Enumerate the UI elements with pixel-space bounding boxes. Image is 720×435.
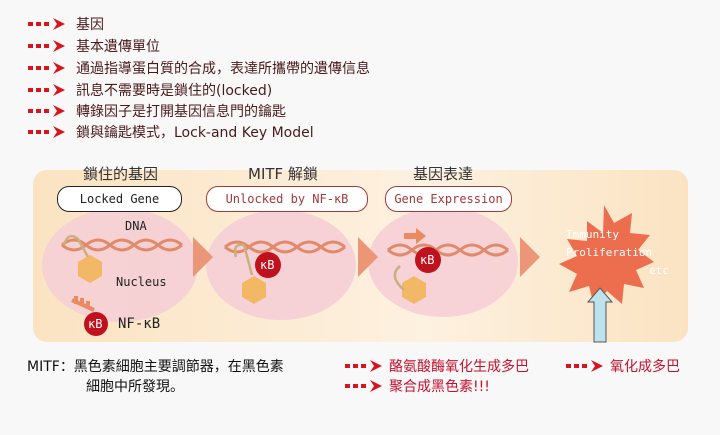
nucleus-label: Nucleus (116, 275, 167, 289)
mitf-description-cont: 細胞中所發現。 (86, 379, 184, 395)
bubble-unlocked: Unlocked by NF-κB (206, 186, 368, 212)
bullet: 鎖與鑰匙模式，Lock-and Key Model (28, 122, 314, 142)
kb-text: κB (88, 317, 103, 331)
bullet: 基因 (28, 14, 104, 34)
bubble-expression: Gene Expression (385, 186, 512, 212)
chevron-icon (520, 237, 540, 277)
kb-text: κB (260, 258, 275, 272)
bullet-text: 基因 (76, 17, 104, 33)
nucleus-1 (42, 208, 198, 322)
step-text: 氧化成多巴 (610, 359, 680, 375)
step-text: 酪氨酸酶氧化生成多巴 (389, 359, 529, 375)
step-2: 氧化成多巴 (566, 356, 680, 376)
bullet: 轉錄因子是打開基因信息門的鑰匙 (28, 101, 286, 121)
outcome-text: Immunity (566, 228, 619, 241)
lock-icon (78, 255, 426, 304)
bubble-locked: Locked Gene (57, 186, 182, 212)
bullet: 基本遺傳單位 (28, 36, 160, 56)
transcription-arrow-icon (404, 228, 426, 244)
dna-strand (61, 238, 509, 257)
bullet-text: 基本遺傳單位 (76, 39, 160, 55)
bullet: 通過指導蛋白質的合成，表達所攜帶的遺傳信息 (28, 58, 370, 78)
bullet-text: 訊息不需要時是鎖住的(locked) (76, 83, 273, 99)
bullet-text: 轉錄因子是打開基因信息門的鑰匙 (76, 104, 286, 120)
outcome-text: Proliferation (566, 246, 653, 259)
bullet-text: 通過指導蛋白質的合成，表達所攜帶的遺傳信息 (76, 61, 370, 77)
stage-title: 鎖住的基因 (83, 165, 159, 183)
dotted-arrow-icon (566, 360, 604, 372)
step-3: 聚合成黑色素!!! (345, 376, 490, 396)
step-text: 聚合成黑色素!!! (389, 379, 490, 395)
dna-label: DNA (125, 219, 147, 233)
stage-title: 基因表達 (413, 165, 474, 183)
key-icon (71, 296, 95, 312)
chevron-icon (193, 237, 213, 277)
bullet: 訊息不需要時是鎖住的(locked) (28, 80, 272, 100)
kb-text: κB (420, 253, 435, 267)
chevron-icon (358, 237, 378, 277)
up-arrow-icon (586, 287, 614, 343)
outcome-text: etc (649, 264, 669, 277)
stage-title: MITF 解鎖 (248, 165, 318, 183)
outcome-starburst (559, 205, 654, 306)
mitf-description: MITF：黑色素細胞主要調節器，在黑色素 (27, 359, 284, 375)
step-1: 酪氨酸酶氧化生成多巴 (345, 356, 529, 376)
dotted-arrow-icon (345, 360, 383, 372)
kb-circle-icon (84, 247, 441, 336)
dotted-arrow-icon (345, 380, 383, 392)
bullet-text: 鎖與鑰匙模式，Lock-and Key Model (76, 125, 314, 141)
nfkb-label: NF-κB (118, 316, 161, 332)
nucleus-3 (368, 207, 518, 317)
